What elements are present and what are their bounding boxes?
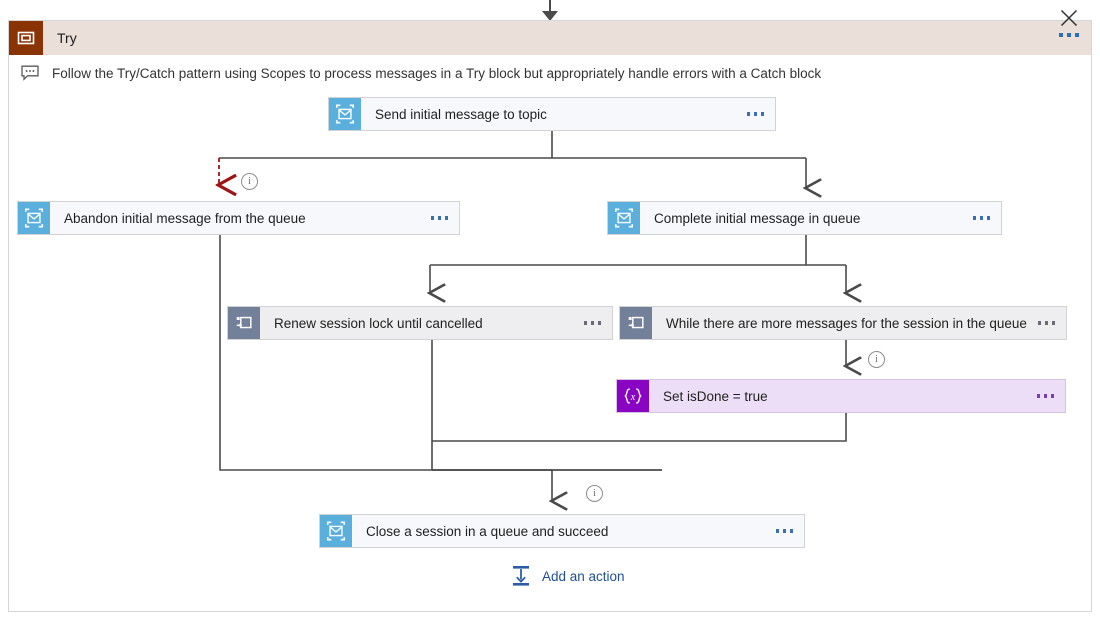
service-bus-icon xyxy=(608,202,640,234)
action-card-while-there-are-more-messages-for-the-session-in-the-queue[interactable]: While there are more messages for the se… xyxy=(619,306,1067,340)
action-card-set-isdone-true[interactable]: x Set isDone = true xyxy=(616,379,1066,413)
action-card-label: Complete initial message in queue xyxy=(654,210,861,226)
action-card-menu-button[interactable] xyxy=(1037,321,1055,325)
action-card-menu-button[interactable] xyxy=(583,321,601,325)
add-an-action-button[interactable]: Add an action xyxy=(508,562,625,590)
action-card-complete-initial-message-in-queue[interactable]: Complete initial message in queue xyxy=(607,201,1002,235)
close-icon[interactable] xyxy=(1059,8,1079,28)
action-card-menu-button[interactable] xyxy=(775,529,793,533)
add-action-icon xyxy=(508,562,534,590)
action-card-renew-session-lock-until-cancelled[interactable]: Renew session lock until cancelled xyxy=(227,306,613,340)
action-card-menu-button[interactable] xyxy=(972,216,990,220)
action-card-label: Close a session in a queue and succeed xyxy=(366,523,609,539)
scope-icon xyxy=(9,21,43,55)
add-an-action-label: Add an action xyxy=(542,568,625,584)
action-card-label: Set isDone = true xyxy=(663,388,768,404)
action-card-send-initial-message-to-topic[interactable]: Send initial message to topic xyxy=(328,97,776,131)
action-card-label: Abandon initial message from the queue xyxy=(64,210,306,226)
action-card-label: Send initial message to topic xyxy=(375,106,547,122)
variable-braces-icon: x xyxy=(617,380,649,412)
service-bus-icon xyxy=(329,98,361,130)
info-icon-abandon-runafter[interactable]: i xyxy=(241,173,258,190)
info-icon-set-isdone-runafter[interactable]: i xyxy=(868,351,885,368)
action-card-close-a-session-in-a-queue-and-succeed[interactable]: Close a session in a queue and succeed xyxy=(319,514,805,548)
until-loop-icon xyxy=(620,307,652,339)
until-loop-icon xyxy=(228,307,260,339)
action-card-abandon-initial-message-from-the-queue[interactable]: Abandon initial message from the queue xyxy=(17,201,460,235)
incoming-connector-arrowhead xyxy=(542,11,558,21)
scope-description-row: Follow the Try/Catch pattern using Scope… xyxy=(9,55,1091,91)
action-card-label: Renew session lock until cancelled xyxy=(274,315,483,331)
info-icon-close-session-runafter[interactable]: i xyxy=(586,485,603,502)
service-bus-icon xyxy=(18,202,50,234)
scope-menu-button[interactable] xyxy=(1059,33,1079,37)
scope-description-text: Follow the Try/Catch pattern using Scope… xyxy=(52,65,822,81)
svg-text:x: x xyxy=(630,392,636,403)
action-card-menu-button[interactable] xyxy=(746,112,764,116)
scope-header[interactable]: Try xyxy=(9,21,1091,55)
service-bus-icon xyxy=(320,515,352,547)
action-card-menu-button[interactable] xyxy=(430,216,448,220)
scope-title: Try xyxy=(57,30,77,46)
incoming-connector-line xyxy=(549,0,551,16)
comment-icon xyxy=(19,62,41,84)
action-card-label: While there are more messages for the se… xyxy=(666,315,1027,331)
action-card-menu-button[interactable] xyxy=(1036,394,1054,398)
